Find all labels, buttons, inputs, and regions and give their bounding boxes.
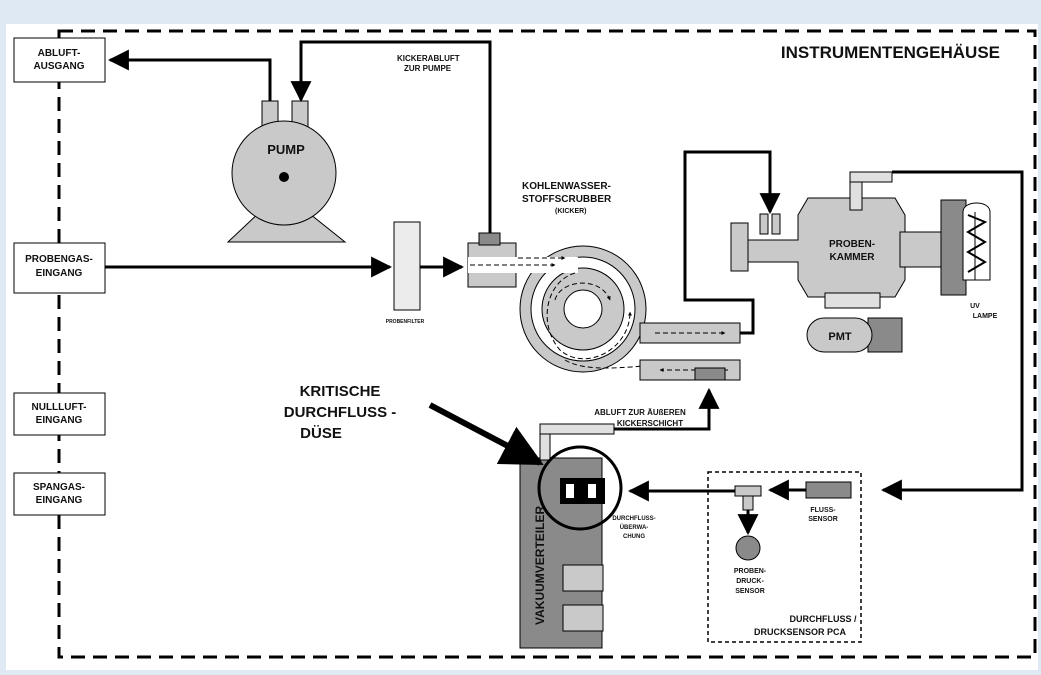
scrubber-label-1: KOHLENWASSER- [522,181,611,192]
outer-kicker-label-2: KICKERSCHICHT [617,419,683,428]
pump-shaft-dot [279,172,289,182]
outer-kicker-label-1: ABLUFT ZUR ÄUßEREN [594,408,686,417]
sample-pressure-sensor [735,535,761,561]
pressure-pca-label-2: DRUCKSENSOR PCA [754,627,847,637]
sample-inlet-label-2: EINGANG [36,268,83,279]
zero-air-inlet-port: NULLLUFT- EINGANG [13,392,106,436]
flow-sensor [805,481,852,499]
chamber-outlet-line [880,170,1024,501]
span-gas-inlet-label-1: SPANGAS- [33,482,85,493]
enclosure-title: INSTRUMENTENGEHÄUSE [781,43,1000,62]
flow-monitor-label-3: CHUNG [623,534,645,540]
pump-label: PUMP [267,142,305,157]
kicker-exhaust-label-1: KICKERABLUFT [397,54,460,63]
vacuum-manifold [519,423,615,649]
sample-filter [393,221,421,311]
pressure-sensor-label-3: SENSOR [735,588,765,595]
flow-sensor-label-2: SENSOR [808,516,838,523]
pmt-label: PMT [828,331,852,343]
scrubber-to-chamber-line [683,150,781,335]
scrubber-label-3: (KICKER) [555,208,587,215]
flow-sensor-label-1: FLUSS- [810,507,836,514]
pressure-sensor-label-2: DRUCK- [736,578,764,585]
pump-exhaust-line [107,49,272,101]
vacuum-manifold-label: VAKUUMVERTEILER [533,506,547,625]
span-gas-inlet-label-2: EINGANG [36,495,83,506]
sample-chamber-label-1: PROBEN- [829,239,875,250]
pressure-sensor-label-1: PROBEN- [734,568,767,575]
zero-air-inlet-label-2: EINGANG [36,415,83,426]
zero-air-inlet-label-1: NULLLUFT- [32,402,87,413]
sample-inlet-label-1: PROBENGAS- [25,254,93,265]
flow-monitor-label-1: DURCHFLUSS- [612,516,655,522]
exhaust-port-label-1: ABLUFT- [38,48,81,59]
sample-inlet-port: PROBENGAS- EINGANG [13,242,106,294]
pressure-tee [734,485,762,497]
span-gas-inlet-port: SPANGAS- EINGANG [13,472,106,516]
uv-lamp-label-2: LAMPE [973,313,998,320]
sample-chamber [730,171,991,353]
pump: PUMP [226,100,347,243]
kicker-exhaust-label-2: ZUR PUMPE [404,64,452,73]
critical-orifice-pointer [428,402,544,466]
critical-orifice-label-3: DÜSE [300,425,342,442]
hydrocarbon-scrubber [467,232,741,381]
sample-filter-label: PROBENFILTER [386,319,425,325]
critical-orifice-highlight [537,445,623,531]
critical-orifice-label-1: KRITISCHE [300,383,381,400]
exhaust-port-label-2: AUSGANG [33,61,84,72]
kicker-exhaust-line [290,40,492,233]
exhaust-port: ABLUFT- AUSGANG [13,37,106,83]
critical-orifice-label-2: DURCHFLUSS - [284,404,397,421]
pressure-pca-box [707,471,862,643]
instrument-enclosure [57,29,1037,659]
flow-monitor-label-2: ÜBERWA- [620,524,649,531]
outer-kicker-exhaust-line [614,387,720,431]
pressure-pca-label-1: DURCHFLUSS / [790,614,857,624]
uv-lamp-label-1: UV [970,303,980,310]
sample-chamber-label-2: KAMMER [830,252,876,263]
scrubber-label-2: STOFFSCRUBBER [522,194,612,205]
